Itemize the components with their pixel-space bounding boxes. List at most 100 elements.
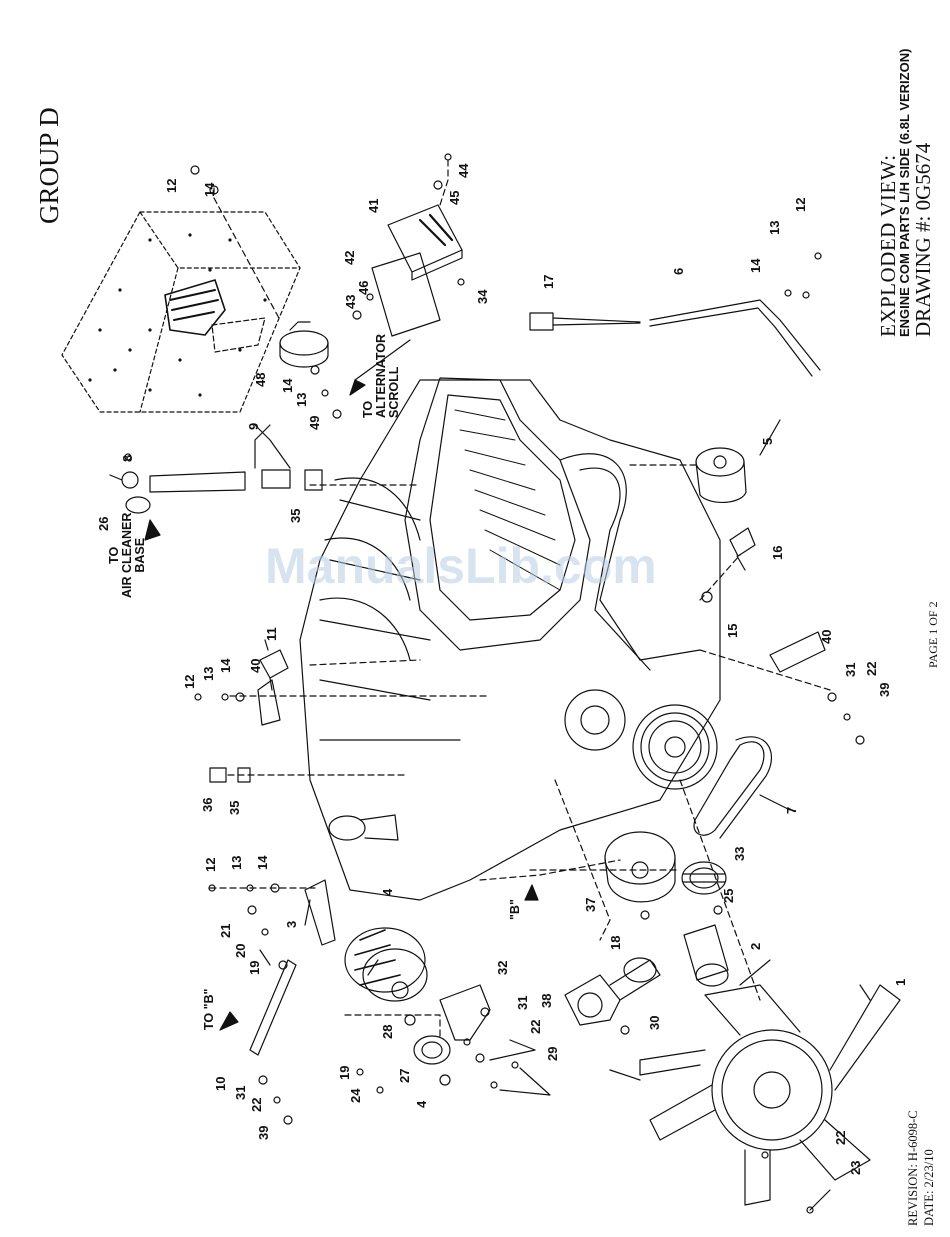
callout-31: 31 (233, 1086, 248, 1100)
watermark: ManualsLib.com (265, 538, 657, 594)
callout-12: 12 (182, 675, 197, 689)
callout-40: 40 (819, 630, 834, 644)
leader-line (699, 649, 831, 691)
callout-49: 49 (307, 416, 322, 430)
fitting-35-lower (237, 767, 251, 783)
ecm-module-41 (387, 204, 463, 281)
callout-31: 31 (843, 663, 858, 677)
callout-45: 45 (447, 191, 462, 205)
callout-22: 22 (833, 1131, 848, 1145)
exhaust-manifold (559, 453, 701, 671)
callout-43: 43 (343, 295, 358, 309)
callout-22: 22 (528, 1020, 543, 1034)
idler-pulley-37 (604, 831, 676, 903)
callout-27: 27 (397, 1069, 412, 1083)
callout-31: 31 (515, 996, 530, 1010)
arrow-head (524, 884, 539, 901)
callout-46: 46 (356, 281, 371, 295)
callout-14: 14 (202, 182, 217, 197)
callout-8: 8 (120, 455, 135, 462)
leader-line (309, 659, 421, 666)
callout-22: 22 (249, 1098, 264, 1112)
callout-22: 22 (864, 662, 879, 676)
callout-4: 4 (380, 888, 395, 896)
leader-line (439, 159, 449, 206)
leader-line (254, 424, 291, 469)
callout-14: 14 (748, 258, 763, 273)
callout-9: 9 (246, 423, 261, 430)
callout-7: 7 (784, 807, 799, 814)
air-cleaner-dots (88, 233, 267, 397)
callout-15: 15 (725, 624, 740, 638)
callout-26: 26 (96, 517, 111, 531)
bracket-3 (304, 879, 336, 946)
callout-40: 40 (248, 659, 263, 673)
spacer-2 (683, 924, 729, 987)
callout-13: 13 (767, 221, 782, 235)
callout-12: 12 (793, 198, 808, 212)
callout-13: 13 (229, 856, 244, 870)
callout-13: 13 (201, 667, 216, 681)
ecm-bracket-42 (371, 252, 441, 337)
tensioner-38 (564, 957, 661, 1026)
callout-4: 4 (414, 1100, 429, 1108)
fan-pointer (609, 1069, 641, 1081)
leader-line (354, 339, 411, 381)
sensor-16 (729, 527, 756, 571)
callout-23: 23 (848, 1161, 863, 1175)
pulley-27 (413, 1035, 451, 1065)
callout-11: 11 (264, 627, 279, 641)
callout-24: 24 (348, 1088, 363, 1103)
callout-44: 44 (456, 163, 471, 178)
arrow-head (219, 1011, 239, 1031)
leader-line (479, 859, 621, 881)
tube-6 (649, 299, 821, 377)
callout-5: 5 (760, 438, 775, 445)
callout-19: 19 (247, 961, 262, 975)
bracket-40-left (257, 679, 281, 726)
callout-3: 3 (284, 921, 299, 928)
callout-17: 17 (541, 275, 556, 289)
callout-41: 41 (366, 199, 381, 213)
callout-2: 2 (748, 943, 763, 950)
crank-pulley (632, 704, 718, 790)
callout-16: 16 (770, 546, 785, 560)
leader-line (213, 187, 281, 321)
bracket-32 (439, 984, 491, 1041)
callout-39: 39 (877, 683, 892, 697)
arrow-head (144, 519, 161, 541)
callout-35: 35 (288, 509, 303, 523)
callout-48: 48 (253, 373, 268, 387)
callout-14: 14 (280, 378, 295, 393)
alternator-4 (344, 927, 428, 1002)
engine-block (299, 377, 721, 901)
callout-1: 1 (893, 979, 908, 986)
callout-21: 21 (218, 924, 233, 938)
fitting-35 (304, 469, 323, 491)
cap-36 (209, 767, 227, 783)
callout-12: 12 (164, 179, 179, 193)
callout-39: 39 (256, 1126, 271, 1140)
dipstick-17 (529, 312, 641, 331)
hose-9 (149, 469, 291, 493)
pulley-33 (681, 861, 727, 895)
callout-12: 12 (203, 858, 218, 872)
callout-37: 37 (583, 898, 598, 912)
belt-7-outer (719, 736, 772, 839)
connector-8 (109, 471, 139, 489)
fan-1 (639, 984, 901, 1206)
leader-line (554, 779, 611, 941)
water-pump (564, 689, 626, 751)
leader-line (679, 779, 761, 1001)
callout-14: 14 (218, 658, 233, 673)
fitting-26 (125, 496, 151, 514)
callout-34: 34 (475, 289, 490, 304)
callout-29: 29 (545, 1047, 560, 1061)
callout-6: 6 (671, 268, 686, 275)
callout-33: 33 (732, 847, 747, 861)
callout-20: 20 (233, 944, 248, 958)
bracket-40-right (769, 631, 826, 673)
callout-14: 14 (255, 855, 270, 870)
